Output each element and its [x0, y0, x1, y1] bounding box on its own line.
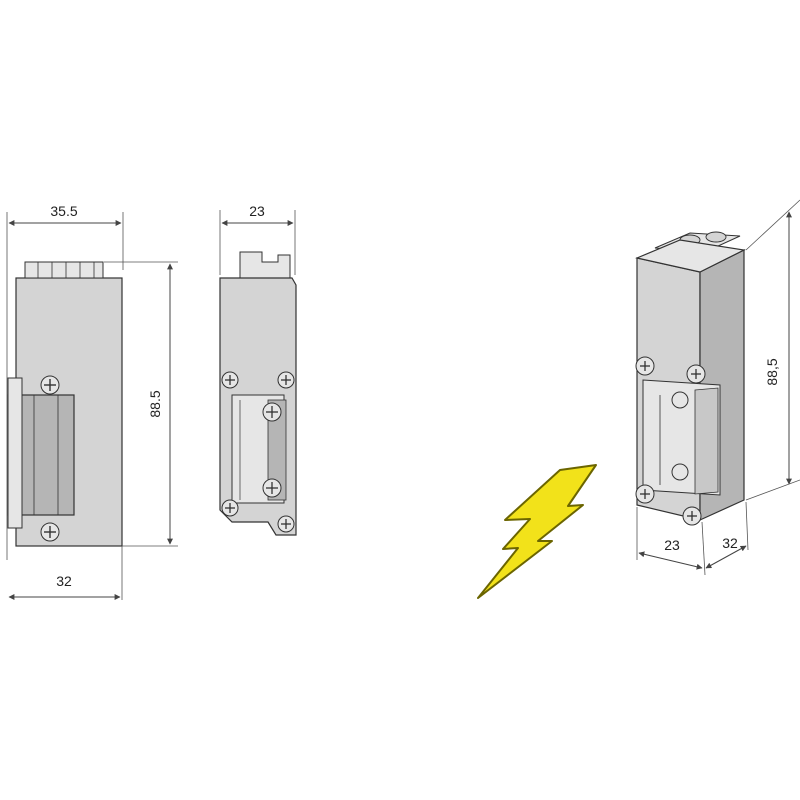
iso-height-dimension: 88,5 — [745, 199, 800, 501]
lightning-bolt-icon — [477, 464, 597, 599]
front-top-dimension: 35.5 — [6, 203, 124, 560]
front-bottom-width-label: 32 — [56, 573, 72, 589]
side-width-label: 23 — [249, 203, 265, 219]
front-view: 35.5 88.5 — [6, 203, 178, 600]
front-height-dimension: 88.5 — [104, 261, 178, 547]
iso-depth-label: 23 — [664, 537, 680, 553]
side-width-dimension: 23 — [219, 203, 296, 275]
side-view: 23 — [219, 203, 297, 536]
iso-depth-dimension: 23 — [636, 507, 706, 576]
iso-height-label: 88,5 — [764, 358, 780, 385]
front-height-label: 88.5 — [147, 390, 163, 417]
iso-width-dimension: 32 — [705, 501, 749, 569]
front-screw-bottom — [40, 522, 60, 542]
isometric-view: 88,5 23 32 — [635, 199, 800, 576]
front-terminal-block — [24, 261, 104, 279]
front-bottom-dimension: 32 — [8, 546, 123, 600]
front-screw-top — [40, 375, 60, 395]
iso-width-label: 32 — [722, 535, 738, 551]
front-top-width-label: 35.5 — [50, 203, 77, 219]
